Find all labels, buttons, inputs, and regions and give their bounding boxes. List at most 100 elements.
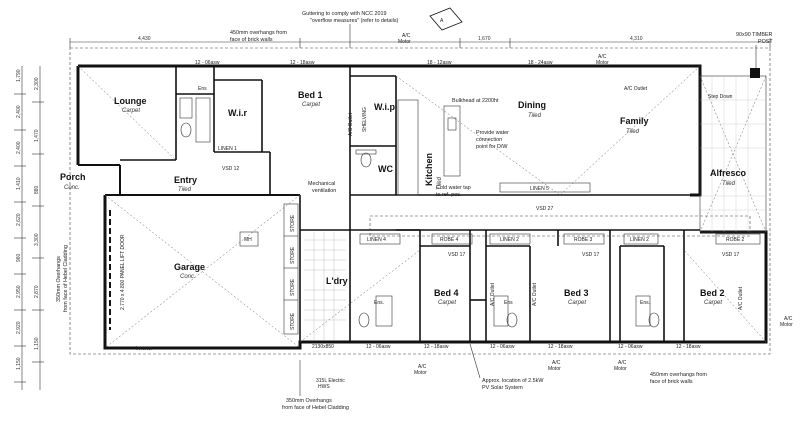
robe-3-label: ROBE 3 <box>574 237 593 243</box>
dim-top-2: 1,670 <box>478 36 491 42</box>
bot-eave-5: 12 - 06asw <box>618 344 643 350</box>
shelving-label: SHELVING <box>362 107 368 132</box>
left-hebel-note-2: from face of Hebel Cladding <box>63 245 69 312</box>
water-note-3: point for D/W <box>476 144 508 150</box>
room-entry-name: Entry <box>174 175 197 185</box>
ac-outlet-top: A/C Outlet <box>624 86 648 92</box>
overhang-note-top: 450mm overhangs from <box>230 30 287 36</box>
left-dimension-label: 1,410 <box>16 177 22 190</box>
laundry-tile-grid <box>304 232 346 340</box>
stores-column: STORE STORE STORE STORE <box>283 203 299 335</box>
ac-motor-top-label: A/C <box>402 33 411 39</box>
room-entry-finish: Tiled <box>178 187 192 193</box>
store-label-4: STORE <box>290 312 296 330</box>
ac-motor-bottom-3b: Motor <box>614 366 627 372</box>
room-bed1-finish: Carpet <box>302 102 320 108</box>
kitchen-joinery: LINEN 5 <box>397 99 591 196</box>
left-dimension-label: 2,870 <box>34 285 40 298</box>
left-dimension-label: 2,300 <box>34 77 40 90</box>
ac-motor-right-b: Motor <box>780 322 793 328</box>
linen-2-label: LINEN 2 <box>630 237 649 243</box>
room-garage-finish: Conc. <box>180 274 196 280</box>
room-bed3-name: Bed 3 <box>564 288 589 298</box>
roof-lines <box>77 65 767 349</box>
bot-eave-1: 12 - 06asw <box>366 344 391 350</box>
ac-motor-bottom-3: A/C <box>618 360 627 366</box>
timber-post-note-2: POST <box>758 39 773 45</box>
hebel-note-1: 350mm Overhangs <box>286 398 332 404</box>
store-label-1: STORE <box>290 214 296 232</box>
water-note-1: Provide water <box>476 130 509 136</box>
water-note-2: connection <box>476 137 502 143</box>
room-ens-b-name: Ens <box>504 300 513 306</box>
guttering-note: Guttering to comply with NCC 2019 <box>302 11 387 17</box>
room-ens1-name: Ens <box>198 86 207 92</box>
manhole-label: MH <box>244 237 252 243</box>
vsd-17-b: VSD 17 <box>582 252 599 258</box>
alfresco-tile-grid <box>700 76 766 232</box>
room-dining-name: Dining <box>518 100 546 110</box>
alfresco-slab <box>699 75 767 233</box>
ac-motor-bottom-1b: Motor <box>414 370 427 376</box>
bot-eave-2: 12 - 18asw <box>424 344 449 350</box>
eaves-outline <box>69 47 771 355</box>
linen-5-label: LINEN 5 <box>530 186 549 192</box>
room-ens-a-name: Ens. <box>374 300 384 306</box>
bot-eave-3: 12 - 06asw <box>490 344 515 350</box>
store-label-3: STORE <box>290 278 296 296</box>
overhang-note-bottom-1: 450mm overhangs from <box>650 372 707 378</box>
hebel-note-2: from face of Hebel Cladding <box>282 405 349 411</box>
ac-motor-top-label-2: Motor <box>398 39 411 45</box>
room-ldry-name: L'dry <box>326 276 348 286</box>
left-dimension-label: 2,620 <box>16 213 22 226</box>
room-dining-finish: Tiled <box>528 113 542 119</box>
left-dimension-label: 960 <box>16 253 22 262</box>
room-bed2-name: Bed 2 <box>700 288 725 298</box>
bulkhead-note: Bulkhead at 2200ht <box>452 98 499 104</box>
store-label-2: STORE <box>290 246 296 264</box>
ac-motor-bottom-2: A/C <box>552 360 561 366</box>
solar-note-2: PV Solar System <box>482 385 523 391</box>
room-bed4-name: Bed 4 <box>434 288 459 298</box>
left-dimension-label: 2,920 <box>16 321 22 334</box>
mech-vent-note-1: Mechanical <box>308 181 335 187</box>
room-wc-name: WC <box>378 164 393 174</box>
room-garage-name: Garage <box>174 262 205 272</box>
room-wip-name: W.i.p <box>374 102 395 112</box>
ac-outlet-bed2: A/C Outlet <box>738 286 744 310</box>
eave-label-3: 18 - 12asw <box>427 60 452 66</box>
ac-outlet-bed1: A/C Outlet <box>348 112 354 136</box>
room-wir-name: W.i.r <box>228 108 247 118</box>
linen-2-label-a: LINEN 2 <box>500 237 519 243</box>
room-family-finish: Tiled <box>626 129 640 135</box>
room-porch-name: Porch <box>60 172 86 182</box>
garage-door-label: 2.770 x 4.800 PANEL LIFT DOOR <box>120 234 126 310</box>
bot-eave-6: 12 - 18asw <box>676 344 701 350</box>
robes-and-linens: LINEN 4 ROBE 4 LINEN 2 ROBE 3 LINEN 2 RO… <box>218 146 761 258</box>
hws-note-1: 315L Electric <box>316 378 345 384</box>
linen-4-label: LINEN 4 <box>367 237 386 243</box>
ac-motor-right: A/C <box>784 316 793 322</box>
mech-vent-note-2: ventilation <box>312 188 336 194</box>
vsd-12: VSD 12 <box>222 166 239 172</box>
overhang-note-top-2: face of brick walls <box>230 37 273 43</box>
ac-motor-bottom-2b: Motor <box>548 366 561 372</box>
overhang-note-bottom-2: face of brick walls <box>650 379 693 385</box>
timber-post-icon <box>750 68 760 78</box>
ac-motor-top-right: A/C <box>598 54 607 60</box>
left-dimension-label: 2,950 <box>16 285 22 298</box>
window-2130x850: 2130x850 <box>312 344 334 350</box>
room-ens-c-name: Ens. <box>640 300 650 306</box>
hws-note-2: HWS <box>318 384 330 390</box>
room-porch-finish: Conc. <box>64 185 80 191</box>
internal-walls <box>120 66 700 342</box>
room-kitchen-name: Kitchen <box>424 153 434 186</box>
robe-2-label: ROBE 2 <box>726 237 745 243</box>
left-dimension-stack-a: 1,7902,4002,4001,4102,6209602,9502,9201,… <box>14 69 26 383</box>
north-arrow-label: A <box>440 18 444 24</box>
left-dimension-label: 1,790 <box>16 69 22 82</box>
linen-1-label: LINEN 1 <box>218 146 237 152</box>
robe-4-label: ROBE 4 <box>440 237 459 243</box>
